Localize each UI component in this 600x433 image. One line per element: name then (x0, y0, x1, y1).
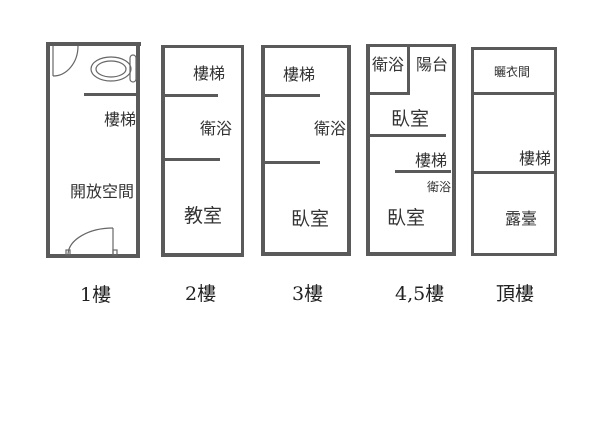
floor-caption: 4,5樓 (395, 283, 444, 305)
room-label: 衛浴 (200, 119, 232, 138)
wall (366, 92, 410, 95)
floor-caption: 1樓 (80, 284, 111, 306)
room-label: 曬衣間 (494, 64, 530, 79)
wall (136, 46, 140, 258)
room-label: 臥室 (387, 207, 425, 229)
room-label: 露臺 (505, 209, 537, 228)
door-swing-icon (65, 227, 118, 256)
wall (46, 42, 50, 258)
wall (471, 92, 557, 95)
room-label: 衛浴 (372, 55, 404, 74)
wall (471, 253, 557, 256)
wall (261, 45, 351, 48)
wall (261, 94, 320, 97)
wall (366, 44, 370, 256)
door-swing-icon (52, 45, 79, 77)
floor-plan-4-5f: 衛浴 陽台 臥室 樓梯 衛浴 臥室 (366, 44, 456, 256)
wall (161, 253, 243, 257)
floor-caption: 2樓 (185, 283, 216, 305)
wall (84, 93, 138, 96)
floor-caption: 3樓 (292, 283, 323, 305)
room-label: 臥室 (291, 208, 329, 230)
wall (161, 45, 244, 48)
wall (261, 45, 265, 256)
room-label: 樓梯 (415, 151, 447, 170)
wall (554, 47, 557, 256)
room-label: 教室 (184, 205, 222, 227)
floor-caption: 頂樓 (496, 283, 534, 305)
wall (261, 252, 351, 256)
wall (241, 45, 244, 257)
wall (46, 254, 140, 258)
wall (395, 170, 451, 173)
wall (471, 47, 557, 50)
room-label: 臥室 (391, 108, 429, 130)
wall (471, 47, 474, 256)
wall (161, 94, 218, 97)
room-label: 樓梯 (104, 110, 136, 129)
floor-plan-2f: 樓梯 衛浴 教室 (161, 45, 244, 257)
wall (261, 161, 320, 164)
wall (161, 158, 220, 161)
wall (347, 45, 351, 256)
floor-plan-rooftop: 曬衣間 樓梯 露臺 (471, 47, 557, 256)
toilet-icon (90, 54, 137, 83)
wall (407, 44, 410, 94)
wall (161, 45, 165, 257)
wall (366, 134, 446, 137)
wall (452, 44, 456, 256)
room-label: 樓梯 (283, 65, 315, 84)
floor-plan-3f: 樓梯 衛浴 臥室 (261, 45, 351, 256)
floor-plan-1f: 樓梯 開放空間 (46, 42, 141, 258)
wall (471, 171, 557, 174)
wall (366, 252, 456, 256)
room-label: 開放空間 (70, 182, 134, 201)
wall (46, 42, 141, 46)
wall (366, 44, 456, 47)
room-label: 衛浴 (314, 119, 346, 138)
room-label: 樓梯 (519, 149, 551, 168)
room-label: 陽台 (416, 55, 448, 74)
room-label: 衛浴 (427, 180, 451, 194)
room-label: 樓梯 (193, 64, 225, 83)
